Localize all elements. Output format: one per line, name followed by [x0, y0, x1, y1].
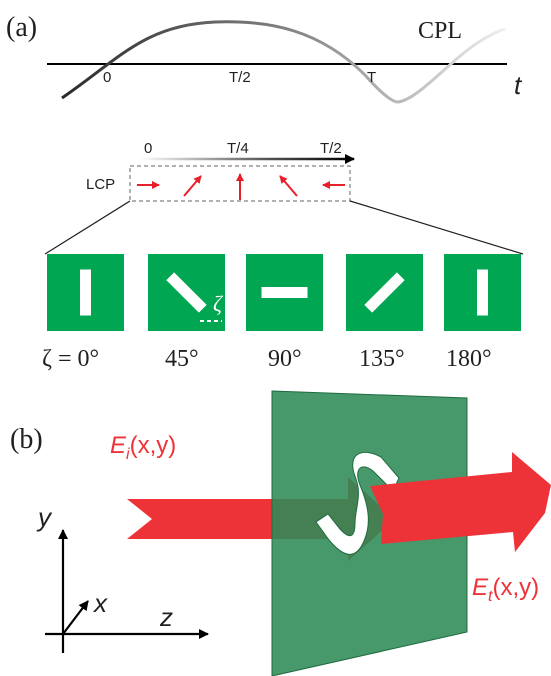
- zoom-line-left: [44, 200, 131, 255]
- panel-a-label: (a): [6, 12, 37, 43]
- angle-label-0: ζ = 0°: [42, 346, 99, 372]
- angle-label-45: 45°: [165, 346, 199, 372]
- cpl-label: CPL: [418, 18, 462, 44]
- time-axis-label: t: [514, 70, 523, 100]
- transmitted-beam: [370, 452, 551, 552]
- transmitted-field-label: Et(x,y): [472, 574, 539, 605]
- slot-tiles: [47, 254, 521, 331]
- s-shaped-slot: [315, 451, 400, 555]
- lcp-timeline: 0 T/4 T/2 LCP: [86, 140, 355, 202]
- zoom-line-right: [349, 200, 524, 255]
- angle-label-135: 135°: [359, 346, 405, 372]
- lcp-arrow-45: [183, 175, 202, 197]
- slot-180: [477, 269, 488, 316]
- lcp-label: LCP: [86, 176, 115, 193]
- slot-135: [364, 272, 405, 313]
- x-axis: [62, 600, 89, 635]
- angle-labels: ζ = 0° 45° 90° 135° 180°: [42, 346, 492, 372]
- wave-curve: [61, 20, 506, 104]
- lcp-arrow-135: [279, 175, 298, 197]
- lcp-tick-t-quarter: T/4: [227, 140, 249, 157]
- lcp-tick-0: 0: [144, 140, 152, 157]
- cpl-wave: CPL t 0 T/2 T: [47, 18, 523, 104]
- panel-b-label: (b): [10, 424, 43, 455]
- zeta-symbol: ζ: [213, 291, 224, 316]
- lcp-tick-t-half: T/2: [320, 140, 342, 157]
- angle-label-90: 90°: [268, 346, 302, 372]
- incident-field-label: Ei(x,y): [110, 432, 176, 463]
- y-axis-label: y: [36, 502, 53, 532]
- x-axis-label: x: [92, 588, 108, 618]
- wave-tick-t: T: [367, 69, 376, 86]
- slot-90: [261, 287, 308, 298]
- z-axis-label: z: [159, 602, 173, 632]
- metasurface-plate: [271, 390, 468, 676]
- coordinate-axes: y x z: [36, 502, 209, 653]
- wave-tick-0: 0: [103, 69, 111, 86]
- wave-tick-t-half: T/2: [229, 69, 251, 86]
- incident-beam: [127, 477, 395, 561]
- slot-0: [80, 269, 91, 316]
- angle-label-180: 180°: [446, 346, 492, 372]
- lcp-box: [129, 165, 351, 202]
- slot-45: [166, 272, 207, 313]
